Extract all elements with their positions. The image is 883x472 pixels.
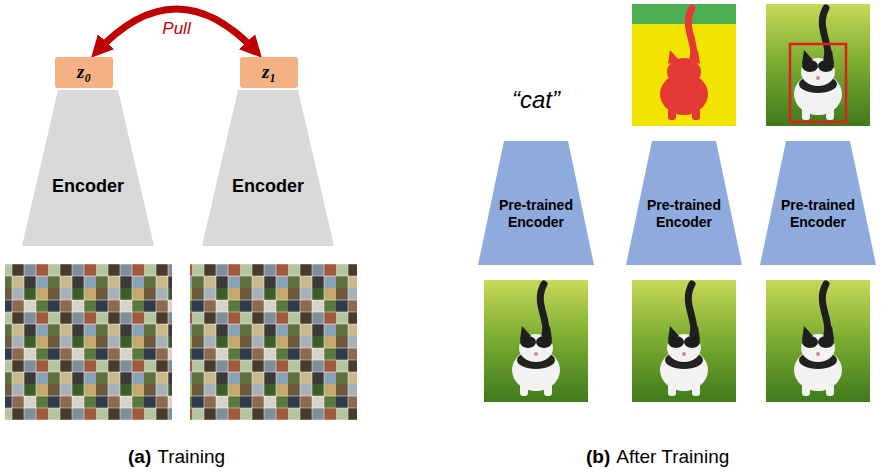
panel-letter: (b) (586, 446, 610, 468)
node-text: Pre-trained Encoder (490, 197, 582, 231)
node-text: Encoder (33, 176, 143, 198)
class-label: “cat” (512, 86, 560, 114)
trapezoid-shape (760, 141, 876, 265)
trapezoid-outline (202, 90, 334, 246)
pull-arrow (96, 9, 258, 53)
node-text: z₀ (77, 61, 91, 84)
encoder-trapezoid: Encoder (22, 90, 154, 246)
node-text: Pre-trained Encoder (772, 197, 864, 231)
edge-label: Pull (160, 19, 192, 39)
trapezoid-shape (202, 90, 334, 246)
pretrained-encoder: Pre-trained Encoder (478, 141, 594, 265)
node-text: Pre-trained Encoder (638, 197, 730, 231)
latent-box: z₀ (55, 57, 113, 88)
trapezoid-outline (22, 90, 154, 246)
panel-caption: Training (157, 446, 225, 468)
trapezoid-shape (478, 141, 594, 265)
latent-box: z₁ (240, 57, 298, 88)
node-text: z₁ (262, 61, 276, 84)
trapezoid-shape (22, 90, 154, 246)
panel-caption: After Training (616, 446, 729, 468)
trapezoid-shape (626, 141, 742, 265)
node-text: Encoder (213, 176, 323, 198)
pretrained-encoder: Pre-trained Encoder (626, 141, 742, 265)
panel-letter: (a) (128, 446, 151, 468)
pretrained-encoder: Pre-trained Encoder (760, 141, 876, 265)
encoder-trapezoid: Encoder (202, 90, 334, 246)
